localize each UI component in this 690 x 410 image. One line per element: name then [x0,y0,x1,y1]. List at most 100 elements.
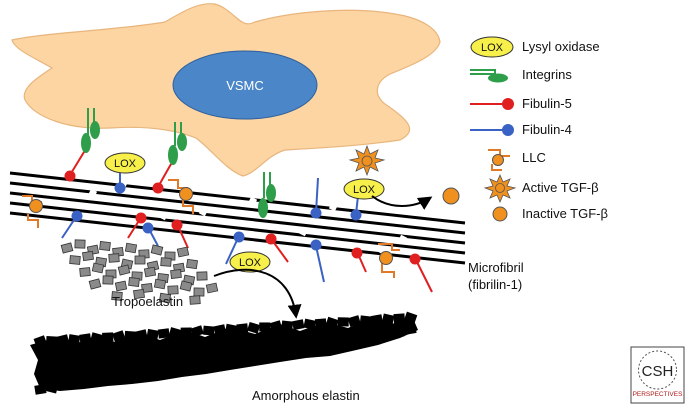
tropoelastin-monomer [69,255,81,265]
tropoelastin-monomer [141,282,153,294]
elastin-bump [393,326,406,337]
fibulin-4 [61,210,83,239]
elastin-bump [57,381,69,391]
svg-text:Active TGF-β: Active TGF-β [522,180,599,195]
tropoelastin-monomer [196,271,208,281]
elastin-bump [190,325,204,338]
llc-complex [22,195,43,228]
integrin [81,108,100,153]
elastin-bump [381,327,395,339]
tropoelastin-monomer [193,287,205,297]
legend: LOX Lysyl oxidase Integrins Fibulin-5 Fi… [470,36,608,222]
legend-fibulin-5: Fibulin-5 [470,96,572,111]
elastin-bump [33,335,48,348]
elastin-bump [101,373,114,384]
elastin-bump [158,364,170,375]
elastin-bump [325,336,339,348]
elastin-bump [337,317,349,327]
tropoelastin-monomer [153,278,167,290]
svg-text:Fibulin-5: Fibulin-5 [522,96,572,111]
llc-complex [168,179,194,214]
tropoelastin-monomer [99,241,111,251]
tropoelastin-monomer [167,285,179,295]
fibulin-5 [351,247,367,273]
elastin-bump [67,377,81,391]
tropoelastin-monomer [176,246,190,258]
elastin-bump [371,330,383,340]
amorphous-elastin-label: Amorphous elastin [252,388,360,403]
tropoelastin-monomer [82,250,94,262]
elastin-bump [213,324,227,336]
csh-perspectives-logo: CSH PERSPECTIVES [630,346,685,404]
elastin-bump [146,328,159,340]
elastin-bump [90,332,104,344]
legend-inactive-tgf-beta: Inactive TGF-β [492,206,608,222]
fibulin-4 [225,231,245,265]
svg-text:LOX: LOX [353,184,376,196]
amorphous-elastin-bumps [33,311,418,395]
elastin-bump [202,356,216,369]
tropoelastin-monomer [128,277,140,287]
svg-text:LOX: LOX [481,42,504,54]
elastin-bump [191,358,204,370]
elastin-bump [292,319,305,331]
fibulin-4 [142,222,159,247]
elastin-bump [236,323,249,334]
elastin-bump [79,377,92,388]
tropoelastin-monomer [133,288,145,300]
elastin-bump [214,355,226,365]
tropoelastin-monomer [170,269,182,279]
tropoelastin-monomer [205,282,219,294]
elastin-bump [302,339,316,352]
elastin-bump [403,311,418,324]
elastin-bump [348,333,361,344]
tropoelastin-monomer [158,292,172,304]
elastin-bump [124,330,137,341]
elastin-bump [180,360,193,372]
fibulin-5 [64,151,85,182]
elastin-bump [45,382,59,394]
released-inactive-tgf-beta [442,187,460,205]
tropoelastin-monomer [143,266,157,278]
elastin-bump [180,327,192,337]
legend-fibulin-4: Fibulin-4 [470,122,572,137]
elastin-bump [280,343,294,356]
svg-text:LLC: LLC [522,150,546,165]
fibulin-4 [310,177,322,219]
tropoelastin-monomer [117,264,131,276]
fibulin-5 [127,212,147,239]
svg-text:LOX: LOX [239,257,262,269]
elastin-bump [89,374,103,386]
svg-text:Integrins: Integrins [522,67,572,82]
elastin-bump [370,314,383,325]
tropoelastin-monomer [102,275,114,285]
integrin [258,172,276,218]
elastin-bump [134,329,148,341]
elastin-bump [292,343,304,353]
tropoelastin-monomer [74,239,86,249]
assembly-arrow [213,268,302,319]
lox-badge: LOX [229,251,271,273]
tropoelastin-monomer [179,280,193,292]
elastin-bump [123,369,137,381]
tropoelastin-label: Tropoelastin [112,294,183,309]
tropoelastin-monomer [111,291,123,301]
elastin-bump [247,349,260,361]
elastin-bump [135,368,148,378]
elastin-bump [359,315,372,326]
svg-text:Lysyl oxidase: Lysyl oxidase [522,39,600,54]
lox-badge: LOX [343,178,385,200]
elastin-bump [112,371,125,382]
elastin-bump [381,313,395,325]
elastin-bump [393,313,406,324]
microfibril-label: Microfibril [468,260,524,275]
fibulin-5 [409,253,433,293]
microfibril-sublabel: (fibrilin-1) [468,277,522,292]
legend-llc: LLC [488,149,546,171]
svg-text:Inactive TGF-β: Inactive TGF-β [522,206,608,221]
legend-active-tgf-beta: Active TGF-β [483,173,599,204]
elastin-bump [404,324,417,335]
elastin-bump [325,316,339,329]
elastin-bump [314,339,327,350]
